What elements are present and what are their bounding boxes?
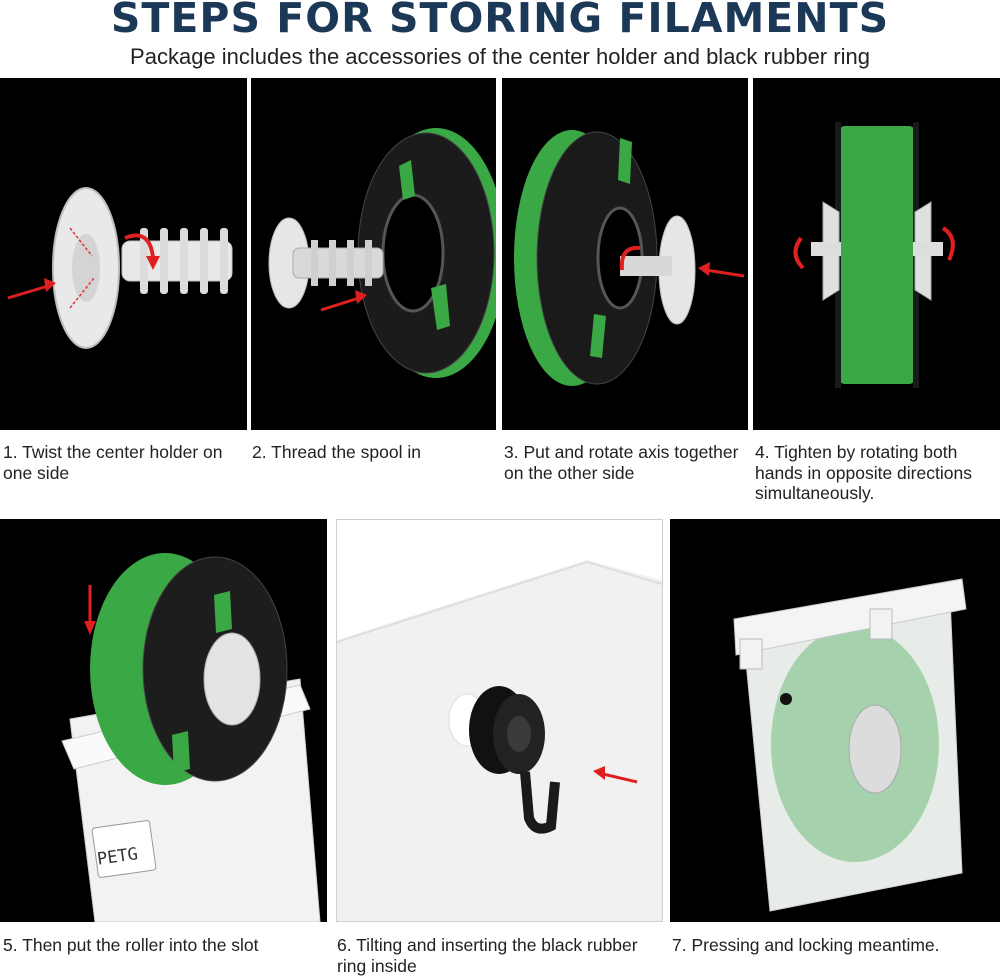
rotate-arrow-icon — [619, 245, 641, 271]
rotate-arrow-right-icon — [941, 226, 955, 261]
step-1-image — [0, 78, 247, 430]
step-1-caption: 1. Twist the center holder on one side — [3, 442, 223, 483]
step-2-image — [251, 78, 496, 430]
push-arrow-icon — [705, 268, 745, 278]
step-3-caption: 3. Put and rotate axis together on the o… — [504, 442, 739, 483]
step-5-image: PETG — [0, 519, 327, 922]
step-6-caption: 6. Tilting and inserting the black rubbe… — [337, 935, 638, 976]
center-holder-disc — [620, 215, 696, 325]
insert-arrow-icon — [602, 772, 638, 784]
step-7-image — [670, 519, 1000, 922]
step-2-caption: 2. Thread the spool in — [252, 442, 421, 462]
filament-spool — [514, 130, 658, 386]
rubber-ring — [469, 686, 560, 834]
step-4-caption: 4. Tighten by rotating both hands in opp… — [755, 442, 972, 503]
lid-latch-right — [869, 608, 893, 640]
push-arrow-icon — [320, 296, 360, 312]
center-holder-with-axis — [268, 217, 384, 309]
filament-spool — [835, 122, 919, 388]
filament-spool — [90, 553, 288, 785]
step-3-image — [502, 78, 748, 430]
page-title: STEPS FOR STORING FILAMENTS — [110, 0, 890, 42]
rubber-ring — [780, 693, 792, 705]
step-6-image — [336, 519, 663, 922]
rotate-arrow-left-icon — [793, 236, 805, 270]
rotate-arrow-icon — [124, 233, 155, 259]
center-holder-disc — [52, 187, 120, 349]
axis-rod — [121, 228, 233, 294]
storage-box-closed — [733, 578, 967, 912]
page-subtitle: Package includes the accessories of the … — [130, 44, 870, 69]
step-5-caption: 5. Then put the roller into the slot — [3, 935, 259, 955]
step-7-caption: 7. Pressing and locking meantime. — [672, 935, 940, 955]
push-arrow-icon — [7, 284, 49, 300]
step-4-image — [753, 78, 1000, 430]
lid-latch-left — [739, 638, 763, 670]
filament-spool — [357, 128, 496, 378]
